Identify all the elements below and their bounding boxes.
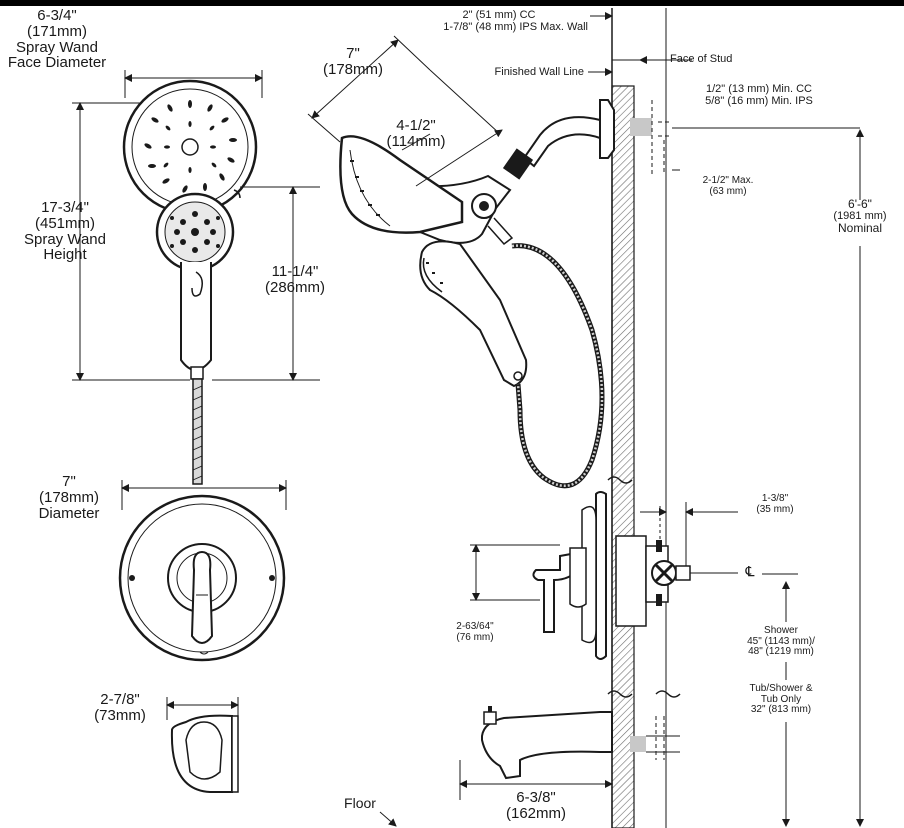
tub-height-line1: Tub/Shower &: [749, 683, 813, 694]
shower-height-line2: 45" (1143 mm)/: [747, 635, 815, 647]
floor-leader: [379, 811, 397, 827]
shower-height-line3: 48" (1219 mm): [748, 646, 814, 657]
nominal-dim: 6'-6": [848, 197, 872, 211]
spray-face-dim: 6-3/4": [37, 7, 77, 24]
valve-body: [615, 506, 738, 627]
arm-reach-metric: (114mm): [386, 132, 446, 150]
valve-depth-dim: 1-3/8": [761, 493, 789, 504]
handshower-docked: [419, 240, 528, 388]
escutcheon-dim: 7": [62, 473, 76, 490]
tub-spout-dim: 6-3/8": [516, 789, 556, 806]
tub-spout-side: [481, 706, 613, 780]
handheld-height-metric: (286mm): [264, 278, 325, 296]
wall-cc-line1: 2" (51 mm) CC: [462, 9, 536, 21]
face-of-stud-label: Face of Stud: [670, 53, 733, 65]
spray-height-line1: Spray Wand: [24, 230, 106, 248]
spray-wand-head: [122, 79, 258, 215]
shower-height-label: Shower 45" (1143 mm)/ 48" (1219 mm): [736, 625, 826, 658]
handheld-shower-head: [155, 192, 235, 380]
arm-reach-label: 4-1/2" (114mm): [378, 118, 454, 150]
escutcheon-metric: (178mm): [38, 488, 99, 506]
showerhead-width-dimension: [307, 35, 501, 143]
handheld-height-dim: 11-1/4": [271, 263, 319, 280]
nominal-line1: Nominal: [837, 221, 882, 236]
tub-supply-pipe: [630, 716, 680, 760]
handheld-height-label: 11-1/4" (286mm): [252, 264, 338, 296]
spray-height-label: 17-3/4" (451mm) Spray Wand Height: [10, 200, 120, 263]
handle-drop-dim: 2-63/64": [456, 621, 494, 632]
finished-wall-label: Finished Wall Line: [494, 66, 584, 78]
spout-proj-dim: 2-7/8": [100, 691, 140, 708]
min-cc-line1: 1/2" (13 mm) Min. CC: [706, 83, 812, 95]
tub-spout-label: 6-3/8" (162mm): [496, 790, 576, 822]
wall-break-marks: [607, 476, 681, 698]
handle-drop-dimension: [470, 544, 560, 601]
tub-spout-dimension: [459, 760, 613, 800]
tub-spout-front: [170, 714, 239, 793]
handheld-height-dimension-line: [212, 186, 320, 381]
handle-drop-metric: (76 mm): [456, 631, 494, 643]
arm-reach-dimension: [401, 129, 503, 187]
centerline-marker: [762, 573, 798, 827]
max-setback-line1: 2-1/2" Max.: [702, 175, 754, 186]
spray-hose: [192, 378, 203, 485]
handle-drop-label: 2-63/64" (76 mm): [440, 621, 510, 643]
valve-depth-label: 1-3/8" (35 mm): [740, 493, 810, 515]
showerhead-width-dim: 7": [346, 45, 360, 62]
showerhead-width-metric: (178mm): [322, 60, 383, 78]
nominal-metric: (1981 mm): [833, 209, 887, 222]
tub-spout-metric: (162mm): [505, 804, 566, 822]
valve-escutcheon: [118, 494, 286, 662]
supply-pipe-top: [630, 100, 860, 175]
shower-height-line1: Shower: [764, 625, 798, 636]
max-setback-line2: (63 mm): [709, 185, 747, 197]
nominal-label: 6'-6" (1981 mm) Nominal: [820, 198, 900, 235]
spout-proj-label: 2-7/8" (73mm): [80, 692, 160, 724]
tub-height-line3: 32" (813 mm): [750, 704, 812, 715]
hose-loop: [511, 243, 605, 489]
tub-height-line2: Tub Only: [760, 693, 802, 705]
spray-face-label: 6-3/4" (171mm) Spray Wand Face Diameter: [2, 8, 112, 71]
wall-thickness-dimension: [588, 12, 692, 76]
valve-trim-side: [532, 491, 607, 660]
escutcheon-label: 7" (178mm) Diameter: [26, 474, 112, 521]
shower-arm: [502, 99, 615, 180]
spray-height-line2: Height: [43, 246, 87, 264]
spout-proj-metric: (73mm): [94, 706, 146, 724]
valve-depth-metric: (35 mm): [756, 503, 794, 515]
escutcheon-dimension-line: [121, 480, 287, 510]
spray-wand-face-dimension-line: [124, 70, 263, 98]
showerhead-width-label: 7" (178mm): [318, 46, 388, 78]
min-cc-label: 1/2" (13 mm) Min. CC 5/8" (16 mm) Min. I…: [684, 83, 834, 107]
wall-cc-line2: 1-7/8" (48 mm) IPS Max. Wall: [443, 20, 588, 33]
valve-depth-dimension: [640, 502, 738, 566]
spray-wand-height-dimension-line: [72, 102, 190, 381]
spray-face-line1: Spray Wand: [16, 38, 98, 56]
spray-height-metric: (451mm): [34, 214, 95, 232]
spray-height-dim: 17-3/4": [41, 199, 89, 216]
wall-cc-label: 2" (51 mm) CC 1-7/8" (48 mm) IPS Max. Wa…: [410, 9, 588, 33]
spray-face-metric: (171mm): [26, 22, 87, 40]
overhead-shower-head: [339, 135, 464, 234]
centerline-symbol: ℄: [745, 563, 755, 579]
min-cc-line2: 5/8" (16 mm) Min. IPS: [705, 94, 813, 107]
escutcheon-line1: Diameter: [38, 504, 100, 522]
top-border: [0, 0, 904, 6]
tub-height-label: Tub/Shower & Tub Only 32" (813 mm): [736, 683, 826, 716]
floor-label: Floor: [344, 795, 376, 811]
spray-face-line2: Face Diameter: [7, 54, 107, 72]
max-setback-label: 2-1/2" Max. (63 mm): [688, 175, 768, 197]
arm-reach-dim: 4-1/2": [396, 117, 436, 134]
